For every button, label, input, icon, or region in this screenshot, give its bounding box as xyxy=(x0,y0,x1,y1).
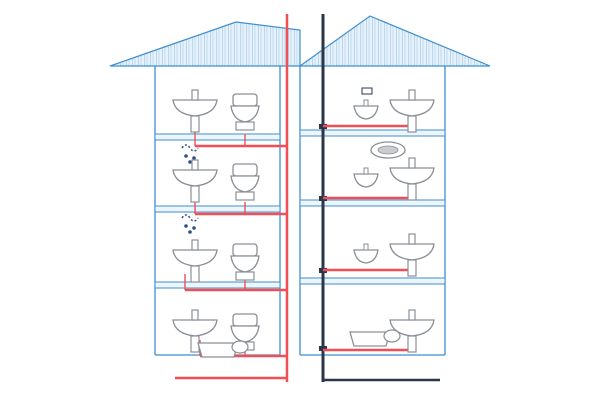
roof-right xyxy=(298,15,491,67)
wash-basin-icon xyxy=(172,309,218,353)
water-leak-icon xyxy=(181,214,199,234)
wash-basin-icon xyxy=(389,309,435,353)
faucet-icon xyxy=(363,243,369,251)
wash-basin-icon xyxy=(172,89,218,133)
toilet-icon xyxy=(230,93,260,131)
faucet-icon xyxy=(191,159,199,171)
floor-slab-left xyxy=(154,133,281,141)
faucet-icon xyxy=(191,309,199,321)
faucet-icon xyxy=(408,233,416,245)
wash-basin-icon xyxy=(389,89,435,133)
small-basin-icon xyxy=(353,243,379,264)
floor-slab-right xyxy=(299,199,446,207)
floor-slab-left xyxy=(154,205,281,213)
wash-basin-icon xyxy=(389,157,435,201)
wash-basin-icon xyxy=(389,233,435,277)
faucet-icon xyxy=(363,99,369,107)
bathtub-icon xyxy=(349,329,401,347)
floor-slab-right xyxy=(299,277,446,285)
bathtub-icon xyxy=(197,340,249,358)
faucet-icon xyxy=(191,239,199,251)
faucet-icon xyxy=(408,157,416,169)
small-basin-icon xyxy=(353,167,379,188)
bathtub-icon xyxy=(370,141,406,159)
faucet-icon xyxy=(363,167,369,175)
water-leak-icon xyxy=(181,144,199,164)
floor-slabs xyxy=(154,129,446,356)
pipe-joint xyxy=(319,346,327,351)
toilet-icon xyxy=(230,163,260,201)
wash-basin-icon xyxy=(172,239,218,283)
meter-icon xyxy=(361,87,373,95)
floor-slab-left xyxy=(154,281,281,289)
small-basin-icon xyxy=(353,99,379,120)
faucet-icon xyxy=(408,89,416,101)
faucet-icon xyxy=(408,309,416,321)
toilet-icon xyxy=(230,243,260,281)
wash-basin-icon xyxy=(172,159,218,203)
fixtures xyxy=(172,87,435,358)
faucet-icon xyxy=(191,89,199,101)
roof-left xyxy=(109,21,301,67)
floor-slab-right xyxy=(299,129,446,137)
